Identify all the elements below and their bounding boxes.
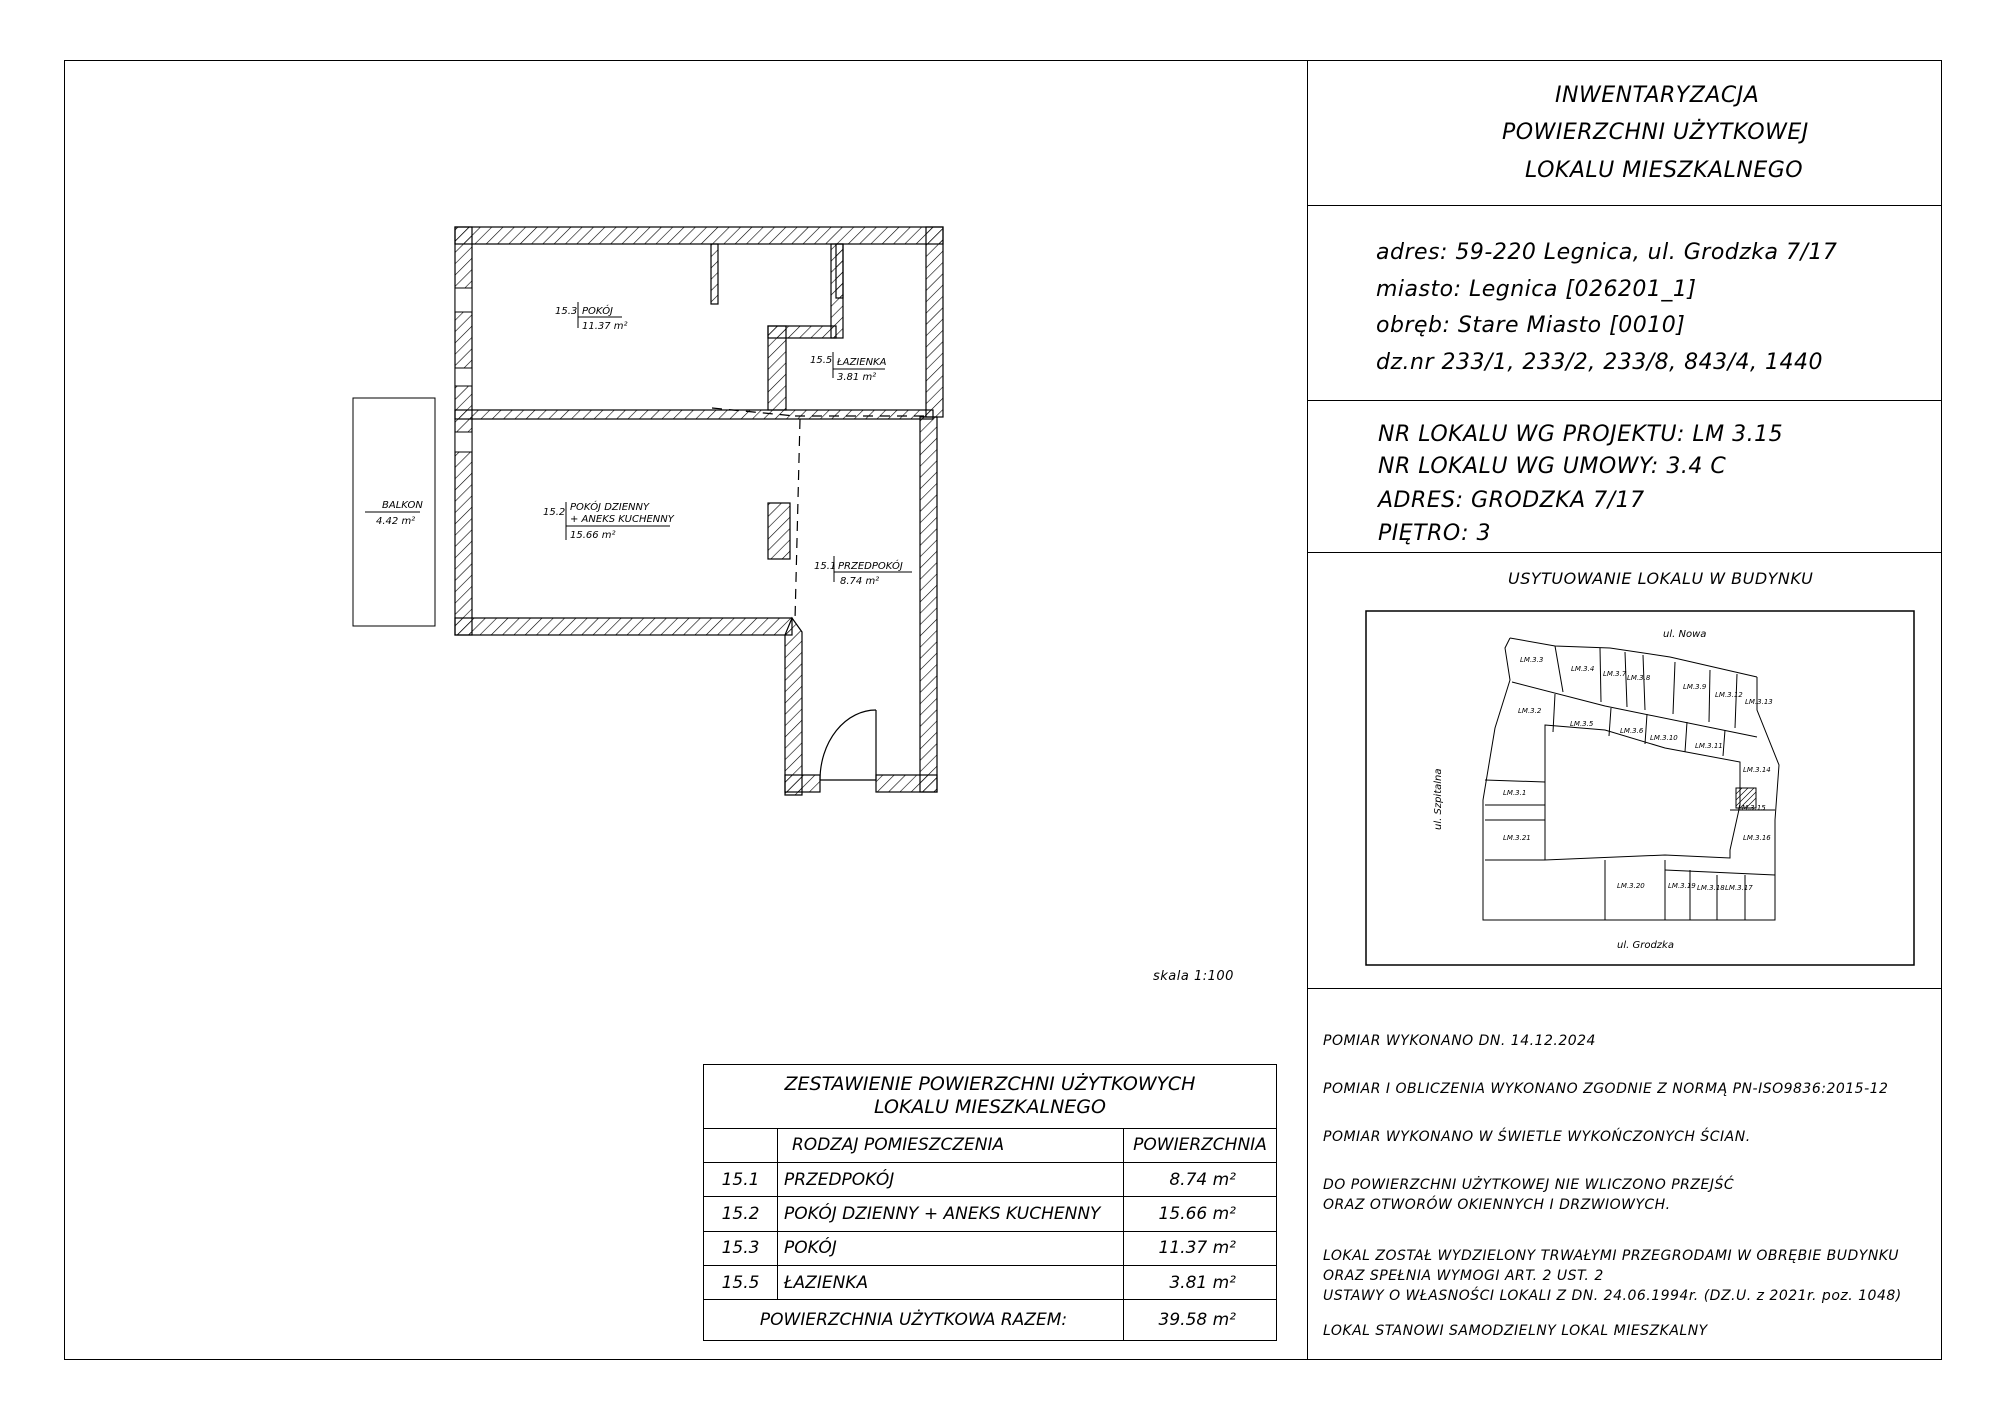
divider-3 — [1307, 552, 1942, 553]
title-line-3: LOKALU MIESZKALNEGO — [1525, 158, 1804, 183]
panel-divider — [1307, 60, 1308, 1360]
floor-plan: 15.3 POKÓJ 11.37 m² 15.5 ŁAZIENKA 3.81 m… — [352, 226, 944, 796]
unit-project-number: NR LOKALU WG PROJEKTU: LM 3.15 — [1378, 422, 1784, 447]
row-name: POKÓJ — [777, 1230, 1124, 1267]
summary-title-line-1: ZESTAWIENIE POWIERZCHNI UŻYTKOWYCH — [784, 1073, 1196, 1096]
room-num-15-3: 15.3 — [555, 306, 577, 317]
unit-label: LM.3.20 — [1617, 882, 1645, 890]
unit-label: LM.3.5 — [1570, 720, 1594, 728]
room-name-pokoj-dzienny: POKÓJ DZIENNY — [570, 500, 650, 513]
city-line: miasto: Legnica [026201_1] — [1376, 277, 1697, 302]
unit-label: LM.3.7 — [1603, 670, 1627, 678]
note-legal-2: ORAZ SPEŁNIA WYMOGI ART. 2 UST. 2 — [1323, 1268, 1604, 1284]
street-top-label: ul. Nowa — [1663, 629, 1706, 640]
row-name: PRZEDPOKÓJ — [777, 1162, 1124, 1198]
room-num-15-5: 15.5 — [810, 355, 832, 366]
unit-label: LM.3.18 — [1697, 884, 1725, 892]
unit-label: LM.3.11 — [1695, 742, 1723, 750]
unit-label: LM.3.19 — [1668, 882, 1696, 890]
note-exclusions-2: ORAZ OTWORÓW OKIENNYCH I DRZWIOWYCH. — [1323, 1197, 1671, 1213]
room-name-przedpokoj: PRZEDPOKÓJ — [838, 559, 903, 572]
row-num: 15.1 — [703, 1162, 778, 1198]
room-area-pokoj-dzienny: 15.66 m² — [570, 530, 616, 541]
unit-label: LM.3.16 — [1743, 834, 1771, 842]
room-name-aneks: + ANEKS KUCHENNY — [570, 514, 675, 525]
row-area: 11.37 m² — [1123, 1230, 1277, 1267]
row-num: 15.5 — [703, 1265, 778, 1301]
unit-label: LM.3.15 — [1738, 804, 1766, 812]
row-area: 8.74 m² — [1123, 1162, 1277, 1198]
scale-label: skala 1:100 — [1153, 969, 1234, 984]
room-area-przedpokoj: 8.74 m² — [840, 576, 879, 587]
unit-label: LM.3.1 — [1503, 789, 1526, 797]
note-walls: POMIAR WYKONANO W ŚWIETLE WYKOŃCZONYCH Ś… — [1323, 1129, 1751, 1145]
unit-label: LM.3.14 — [1743, 766, 1771, 774]
room-num-15-2: 15.2 — [543, 507, 565, 518]
unit-label: LM.3.2 — [1518, 707, 1542, 715]
street-left-label: ul. Szpitalna — [1433, 769, 1444, 831]
balcony-name: BALKON — [382, 500, 423, 511]
row-area: 3.81 m² — [1123, 1265, 1277, 1301]
unit-label: LM.3.10 — [1650, 734, 1678, 742]
unit-label: LM.3.13 — [1745, 698, 1773, 706]
balcony-outline — [352, 397, 436, 627]
divider-2 — [1307, 400, 1942, 401]
divider-4 — [1307, 988, 1942, 989]
title-line-1: INWENTARYZACJA — [1555, 83, 1760, 108]
row-num: 15.3 — [703, 1230, 778, 1267]
note-legal-1: LOKAL ZOSTAŁ WYDZIELONY TRWAŁYMI PRZEGRO… — [1323, 1248, 1899, 1264]
room-num-15-1: 15.1 — [814, 561, 836, 572]
summary-title: ZESTAWIENIE POWIERZCHNI UŻYTKOWYCH LOKAL… — [703, 1064, 1277, 1129]
room-area-lazienka: 3.81 m² — [837, 372, 876, 383]
note-measure-date: POMIAR WYKONANO DN. 14.12.2024 — [1323, 1033, 1596, 1049]
total-value: 39.58 m² — [1123, 1299, 1277, 1341]
room-name-lazienka: ŁAZIENKA — [836, 357, 887, 368]
note-standard: POMIAR I OBLICZENIA WYKONANO ZGODNIE Z N… — [1323, 1081, 1889, 1097]
drawing-frame — [64, 60, 1942, 1360]
note-legal-3: USTAWY O WŁASNOŚCI LOKALI Z DN. 24.06.19… — [1323, 1288, 1902, 1304]
unit-contract-number: NR LOKALU WG UMOWY: 3.4 C — [1378, 454, 1727, 479]
unit-label: LM.3.9 — [1683, 683, 1707, 691]
unit-label: LM.3.17 — [1725, 884, 1753, 892]
row-area: 15.66 m² — [1123, 1196, 1277, 1232]
unit-label: LM.3.12 — [1715, 691, 1743, 699]
title-line-2: POWIERZCHNI UŻYTKOWEJ — [1502, 120, 1809, 145]
unit-label: LM.3.21 — [1503, 834, 1531, 842]
street-bottom-label: ul. Grodzka — [1617, 940, 1674, 951]
unit-label: LM.3.6 — [1620, 727, 1644, 735]
unit-floor: PIĘTRO: 3 — [1378, 521, 1492, 546]
room-area-pokoj: 11.37 m² — [582, 321, 628, 332]
unit-label: LM.3.3 — [1520, 656, 1543, 664]
note-exclusions-1: DO POWIERZCHNI UŻYTKOWEJ NIE WLICZONO PR… — [1323, 1177, 1735, 1193]
divider-1 — [1307, 205, 1942, 206]
note-independent: LOKAL STANOWI SAMODZIELNY LOKAL MIESZKAL… — [1323, 1323, 1708, 1339]
row-num: 15.2 — [703, 1196, 778, 1232]
unit-label: LM.3.4 — [1571, 665, 1594, 673]
area-summary-table: ZESTAWIENIE POWIERZCHNI UŻYTKOWYCH LOKAL… — [703, 1064, 1277, 1341]
total-label: POWIERZCHNIA UŻYTKOWA RAZEM: — [703, 1299, 1124, 1341]
location-title: USYTUOWANIE LOKALU W BUDYNKU — [1508, 569, 1814, 588]
room-name-pokoj: POKÓJ — [582, 304, 613, 317]
row-name: ŁAZIENKA — [777, 1265, 1124, 1301]
unit-address: ADRES: GRODZKA 7/17 — [1378, 488, 1645, 513]
summary-title-line-2: LOKALU MIESZKALNEGO — [874, 1096, 1106, 1119]
address-line: adres: 59-220 Legnica, ul. Grodzka 7/17 — [1376, 240, 1838, 265]
unit-label: LM.3.8 — [1627, 674, 1651, 682]
header-room-type: RODZAJ POMIESZCZENIA — [777, 1127, 1124, 1164]
precinct-line: obręb: Stare Miasto [0010] — [1376, 313, 1686, 338]
parcels-line: dz.nr 233/1, 233/2, 233/8, 843/4, 1440 — [1376, 350, 1824, 375]
balcony-area: 4.42 m² — [376, 516, 415, 527]
location-plan: ul. Nowa ul. Szpitalna ul. Grodzka — [1365, 610, 1915, 966]
header-area: POWIERZCHNIA — [1123, 1127, 1277, 1164]
row-name: POKÓJ DZIENNY + ANEKS KUCHENNY — [777, 1196, 1124, 1232]
